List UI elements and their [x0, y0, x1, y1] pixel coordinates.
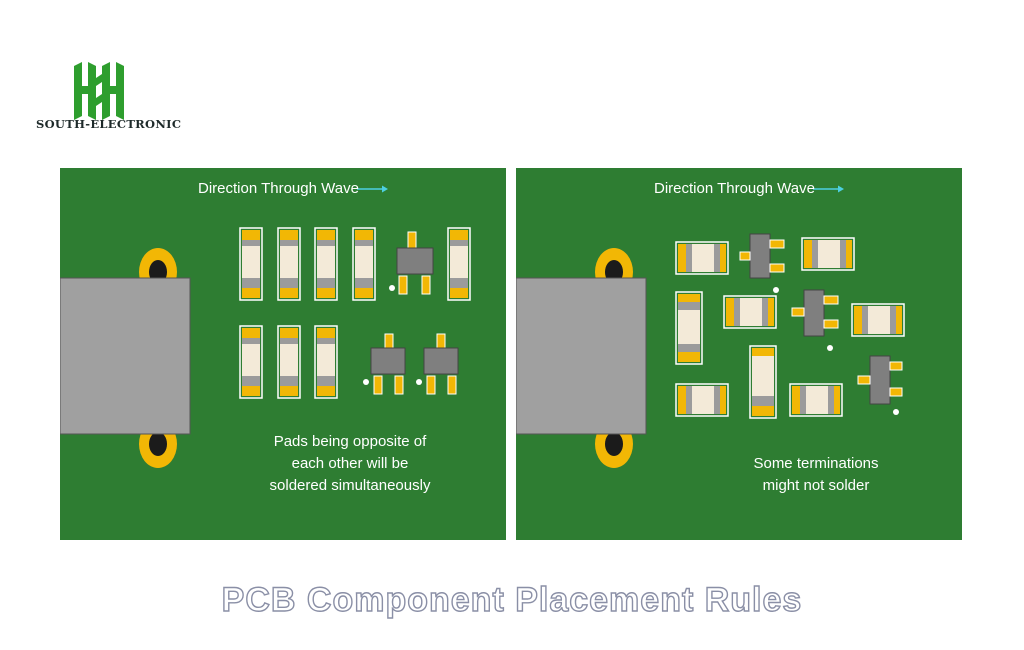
sot-transistor: [857, 355, 903, 415]
brand-name: SOUTH-ELECTRONIC: [36, 117, 182, 131]
caption-line: might not solder: [762, 477, 870, 494]
sot-transistor: [389, 231, 434, 295]
direction-arrow-icon: [357, 185, 388, 193]
direction-label: Direction Through Wave: [198, 180, 359, 197]
right-board-drawing: [516, 185, 905, 468]
chip-component: [352, 227, 376, 301]
left-caption: Pads being opposite of each other will b…: [250, 431, 450, 497]
chip-component: [749, 345, 777, 419]
sot-transistor: [363, 333, 406, 395]
chip-component: [277, 325, 301, 399]
chip-component: [675, 383, 729, 417]
caption-line: Pads being opposite of: [273, 433, 427, 450]
left-board-drawing: [60, 185, 471, 468]
chip-component: [447, 227, 471, 301]
pcb-panel-left: Direction Through Wave Pads being opposi…: [60, 168, 506, 540]
chip-component: [801, 237, 855, 271]
chip-component: [314, 227, 338, 301]
sot-transistor: [791, 289, 839, 351]
direction-label: Direction Through Wave: [654, 180, 815, 197]
caption-line: Some terminations: [753, 455, 879, 472]
chip-component: [675, 291, 703, 365]
caption-line: soldered simultaneously: [269, 477, 431, 494]
chip-component: [675, 241, 729, 275]
sot-transistor: [416, 333, 459, 395]
chip-component: [239, 227, 263, 301]
connector-block: [60, 277, 191, 435]
pcb-panel-right: Direction Through Wave Some terminations…: [516, 168, 962, 540]
chip-component: [314, 325, 338, 399]
chip-component: [239, 325, 263, 399]
chip-component: [723, 295, 777, 329]
direction-arrow-icon: [813, 185, 844, 193]
sot-transistor: [739, 233, 785, 293]
connector-block: [516, 277, 647, 435]
chip-component: [277, 227, 301, 301]
page-title-graphic: PCB Component Placement Rules: [221, 580, 803, 619]
chip-component: [789, 383, 843, 417]
south-electronic-logo-icon: [74, 62, 124, 120]
page-title: PCB Component Placement Rules: [222, 581, 803, 619]
chip-component: [851, 303, 905, 337]
right-caption: Some terminations might not solder: [716, 453, 916, 497]
caption-line: each other will be: [291, 455, 409, 472]
